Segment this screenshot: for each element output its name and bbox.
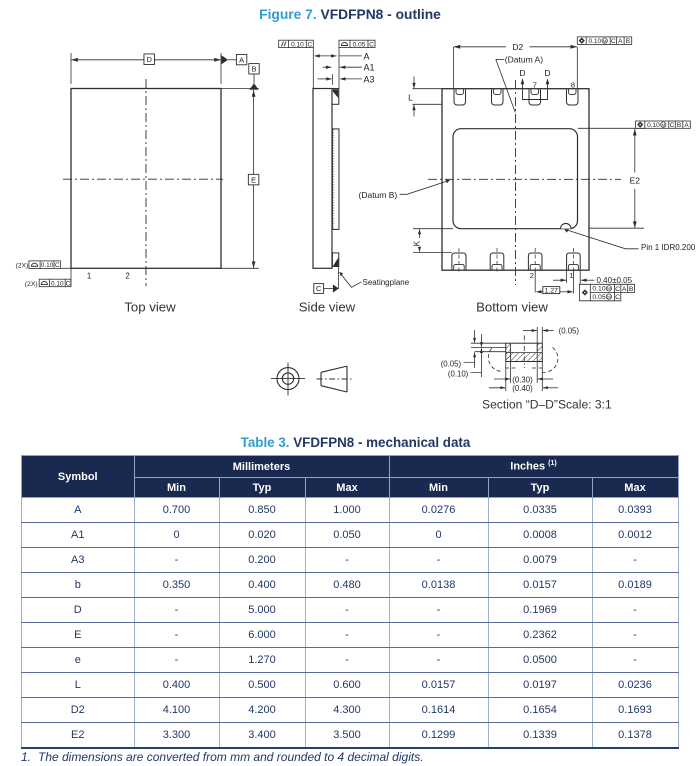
svg-text:8: 8 bbox=[571, 81, 575, 90]
svg-text:K: K bbox=[413, 240, 422, 246]
svg-text:1.27: 1.27 bbox=[545, 287, 558, 294]
svg-text:(0.05): (0.05) bbox=[559, 327, 580, 336]
svg-text:(0.05): (0.05) bbox=[441, 359, 462, 368]
svg-text:A: A bbox=[684, 122, 689, 129]
svg-text:C: C bbox=[611, 38, 616, 45]
svg-text:D2: D2 bbox=[512, 42, 523, 52]
svg-text:A1: A1 bbox=[364, 63, 375, 73]
svg-text:A: A bbox=[239, 56, 244, 65]
svg-text:M: M bbox=[607, 294, 611, 299]
svg-text:C: C bbox=[316, 284, 322, 293]
svg-text:M: M bbox=[603, 38, 607, 43]
svg-text:0.10: 0.10 bbox=[41, 262, 54, 269]
svg-text:C: C bbox=[369, 41, 374, 48]
svg-text:(Datum A): (Datum A) bbox=[505, 54, 543, 64]
svg-text:A: A bbox=[618, 38, 623, 45]
svg-text:0.10: 0.10 bbox=[592, 286, 605, 293]
svg-text:(0.30): (0.30) bbox=[512, 375, 533, 384]
svg-text:(0.40): (0.40) bbox=[512, 384, 533, 393]
svg-text:C: C bbox=[307, 41, 312, 48]
svg-text:D: D bbox=[519, 68, 525, 78]
svg-text:0.10: 0.10 bbox=[588, 38, 601, 45]
svg-text:2: 2 bbox=[530, 271, 534, 280]
svg-text:A3: A3 bbox=[364, 74, 375, 84]
svg-text:(2X): (2X) bbox=[25, 281, 38, 288]
svg-text:Side view: Side view bbox=[299, 300, 356, 315]
svg-text:D: D bbox=[544, 68, 550, 78]
svg-text:Top view: Top view bbox=[124, 300, 176, 315]
svg-text:D: D bbox=[146, 55, 152, 64]
svg-text:C: C bbox=[615, 294, 620, 301]
svg-text:Bottom view: Bottom view bbox=[476, 300, 548, 315]
svg-text:1: 1 bbox=[87, 271, 91, 280]
svg-text:0.05: 0.05 bbox=[592, 294, 605, 301]
svg-text:0.10: 0.10 bbox=[647, 122, 660, 129]
svg-text:0.05: 0.05 bbox=[353, 41, 366, 48]
svg-text:2: 2 bbox=[125, 271, 129, 280]
svg-text:E2: E2 bbox=[630, 176, 641, 186]
svg-text:Section “D–D”Scale: 3:1: Section “D–D”Scale: 3:1 bbox=[482, 398, 612, 412]
svg-text:C: C bbox=[66, 280, 71, 287]
svg-text:7: 7 bbox=[533, 81, 537, 90]
svg-text:C: C bbox=[615, 286, 620, 293]
svg-text:(Datum B): (Datum B) bbox=[359, 190, 398, 200]
svg-text:A: A bbox=[622, 286, 627, 293]
svg-text:B: B bbox=[677, 122, 681, 129]
svg-text:M: M bbox=[661, 122, 665, 127]
svg-text:C: C bbox=[55, 262, 60, 269]
svg-text:0.10: 0.10 bbox=[51, 280, 64, 287]
svg-text:B: B bbox=[629, 286, 634, 293]
svg-text:1: 1 bbox=[569, 271, 573, 280]
svg-text:L: L bbox=[408, 92, 413, 102]
svg-text:0.40±0.05: 0.40±0.05 bbox=[597, 276, 633, 285]
svg-text:Pin 1 IDR0.200: Pin 1 IDR0.200 bbox=[641, 243, 696, 252]
svg-text:A: A bbox=[364, 51, 370, 61]
svg-text:B: B bbox=[626, 38, 630, 45]
svg-text:B: B bbox=[251, 65, 256, 74]
svg-text:M: M bbox=[607, 286, 611, 291]
svg-text:(2X): (2X) bbox=[16, 262, 29, 269]
svg-text:E: E bbox=[251, 175, 256, 184]
svg-text:C: C bbox=[670, 122, 675, 129]
svg-text:(0.10): (0.10) bbox=[448, 369, 469, 378]
svg-text:Seatingplane: Seatingplane bbox=[363, 278, 410, 287]
svg-text:0.10: 0.10 bbox=[291, 41, 304, 48]
